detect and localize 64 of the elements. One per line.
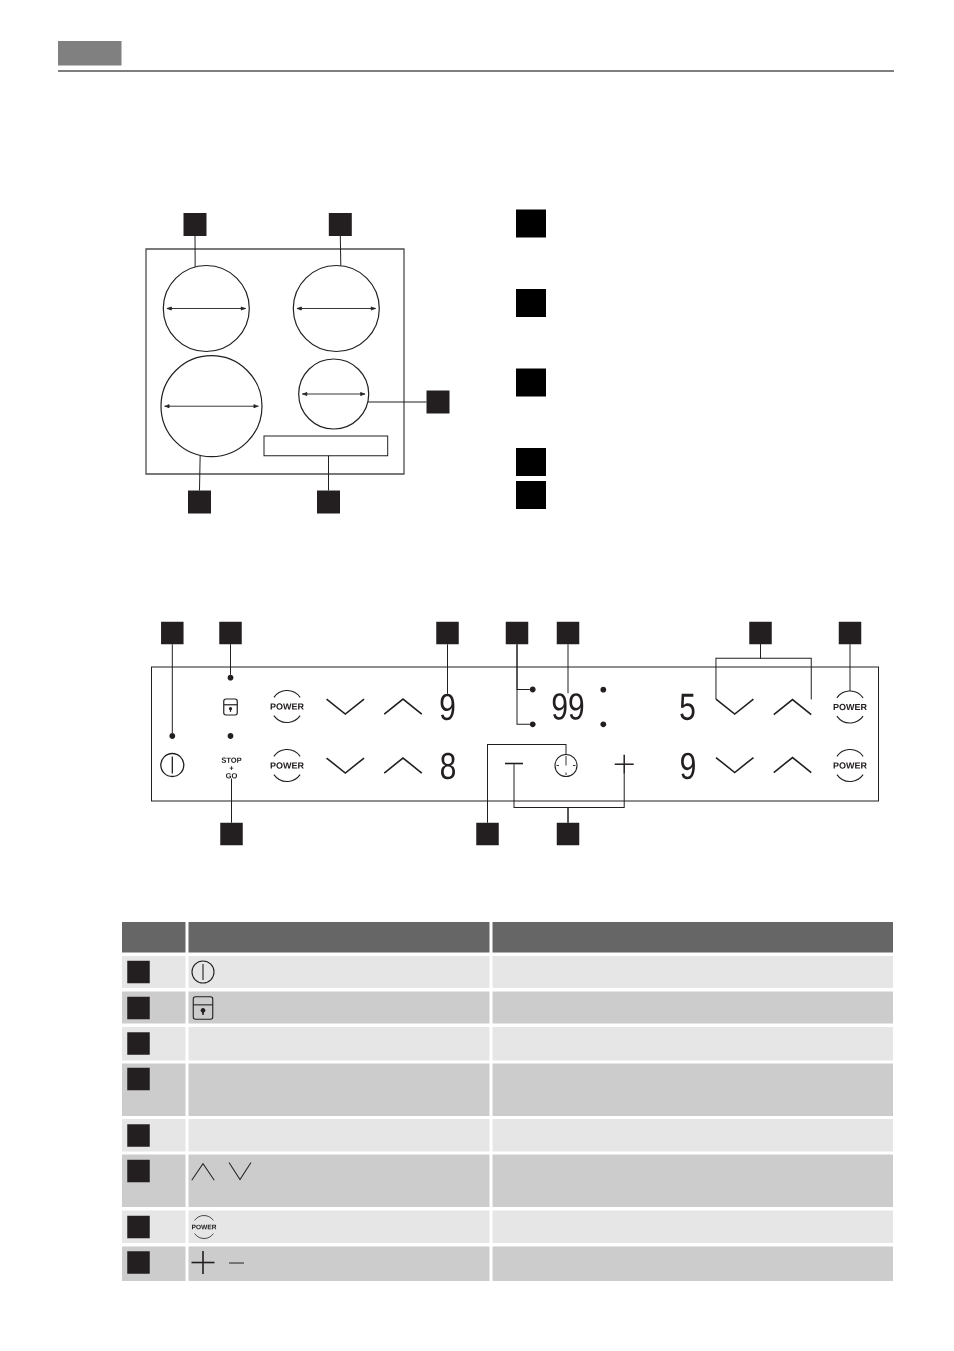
plus-icon xyxy=(613,753,635,775)
callout-box xyxy=(127,1251,150,1274)
leader-line xyxy=(367,401,427,403)
callout-box xyxy=(516,448,546,476)
callout-box xyxy=(476,822,499,846)
power-button: POWER xyxy=(833,748,867,783)
leader-line xyxy=(230,643,231,676)
callout-box xyxy=(161,621,184,645)
callout-box xyxy=(749,621,772,645)
clock-icon xyxy=(554,753,578,778)
leader-line xyxy=(199,454,201,491)
power-button: POWER xyxy=(270,689,304,724)
callout-box xyxy=(516,209,546,238)
cooking-zone xyxy=(292,264,380,353)
callout-box xyxy=(556,822,580,846)
hob-outline xyxy=(145,248,405,475)
leader-line xyxy=(194,235,196,268)
leader-line xyxy=(231,777,232,824)
callout-box xyxy=(516,368,546,397)
callout-box xyxy=(127,1067,150,1091)
callout-box xyxy=(838,621,862,645)
digit-display: 8 xyxy=(441,752,455,780)
callout-box xyxy=(516,481,546,509)
callout-box xyxy=(188,490,211,514)
cooking-zone xyxy=(160,355,263,458)
leader-line xyxy=(567,773,625,824)
callout-box xyxy=(220,822,243,846)
leader-line xyxy=(760,643,812,700)
callout-box xyxy=(328,213,352,236)
chevron-down-icon xyxy=(715,698,755,716)
callout-box xyxy=(127,996,150,1020)
callout-box xyxy=(436,621,459,645)
leader-line xyxy=(487,744,567,824)
cooking-zone xyxy=(162,264,250,353)
callout-box xyxy=(505,621,529,645)
leader-line xyxy=(567,643,569,694)
power-button: POWER xyxy=(833,690,867,724)
cooking-zone xyxy=(298,358,370,430)
leader-line xyxy=(516,643,531,725)
callout-box xyxy=(317,490,340,514)
digit-display: 5 xyxy=(680,693,695,721)
digit-display: 99 xyxy=(552,693,584,720)
digit-display: 9 xyxy=(681,752,695,780)
callout-box xyxy=(127,1159,150,1183)
callout-box xyxy=(556,621,580,645)
power-button: POWER xyxy=(270,748,304,783)
chevron-up-icon xyxy=(772,698,813,716)
leader-line xyxy=(171,643,173,734)
digit-display: 9 xyxy=(440,693,455,721)
leader-line xyxy=(328,455,329,491)
callout-box xyxy=(426,390,450,414)
callout-box xyxy=(183,213,207,236)
callout-box xyxy=(127,1215,150,1239)
leader-line xyxy=(447,643,448,695)
minus-icon xyxy=(505,762,523,765)
callout-box xyxy=(219,621,242,645)
callout-box xyxy=(127,1032,150,1055)
callout-box xyxy=(516,289,546,317)
control-panel-outline xyxy=(263,435,389,457)
leader-line xyxy=(849,643,851,692)
callout-box xyxy=(127,960,150,984)
control-panel xyxy=(151,666,879,802)
callout-box xyxy=(127,1124,150,1147)
leader-line xyxy=(339,235,342,267)
